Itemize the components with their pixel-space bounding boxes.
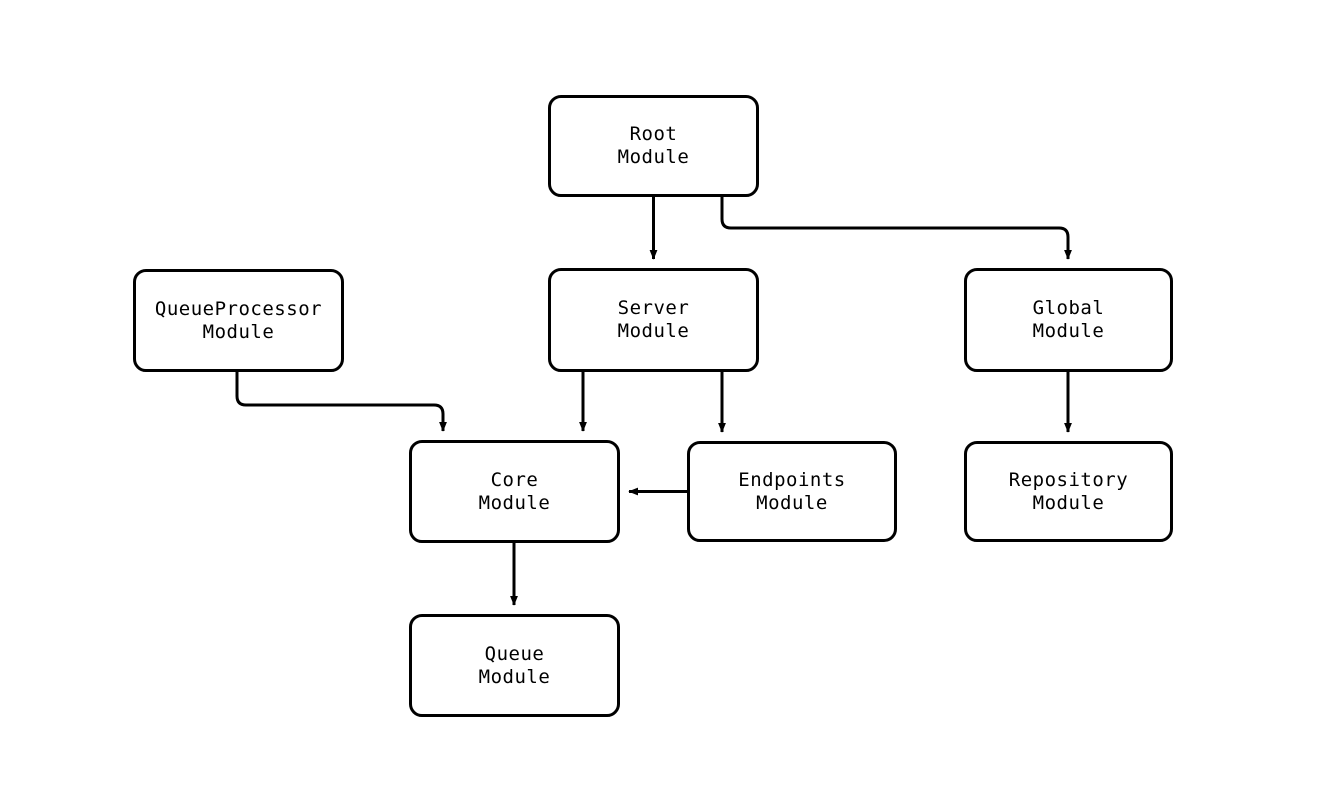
node-core-module-label-line2: Module — [478, 491, 551, 514]
node-global-module-label-line2: Module — [1032, 320, 1105, 342]
node-core-module[interactable]: Core Module — [409, 440, 620, 543]
node-queueprocessor-module-label-line2: Module — [202, 320, 275, 343]
edge-root-to-global — [720, 197, 1072, 260]
node-root-module[interactable]: Root Module — [548, 95, 759, 197]
node-core-module-label-line1: Core — [490, 468, 539, 491]
node-queue-module-label-line1: Queue — [484, 642, 545, 665]
node-endpoints-module-label-line2: Module — [756, 491, 828, 514]
node-server-module[interactable]: Server Module — [548, 268, 759, 372]
node-global-module-label-line1: Global — [1032, 297, 1105, 319]
edge-queueprocessor-to-core — [235, 372, 447, 432]
node-queue-module[interactable]: Queue Module — [409, 614, 620, 717]
node-endpoints-module-label-line1: Endpoints — [738, 468, 846, 491]
node-queue-module-label-line2: Module — [478, 665, 551, 688]
node-endpoints-module[interactable]: Endpoints Module — [687, 441, 897, 542]
node-queueprocessor-module[interactable]: QueueProcessor Module — [133, 269, 344, 372]
node-repository-module-label-line1: Repository — [1008, 468, 1129, 491]
node-repository-module-label-line2: Module — [1032, 491, 1105, 514]
node-root-module-label-line2: Module — [617, 146, 690, 168]
node-server-module-label-line2: Module — [617, 320, 690, 342]
node-queueprocessor-module-label-line1: QueueProcessor — [154, 297, 323, 320]
node-server-module-label-line1: Server — [617, 297, 690, 319]
node-repository-module[interactable]: Repository Module — [964, 441, 1173, 542]
node-global-module[interactable]: Global Module — [964, 268, 1173, 372]
node-root-module-label-line1: Root — [629, 123, 678, 145]
